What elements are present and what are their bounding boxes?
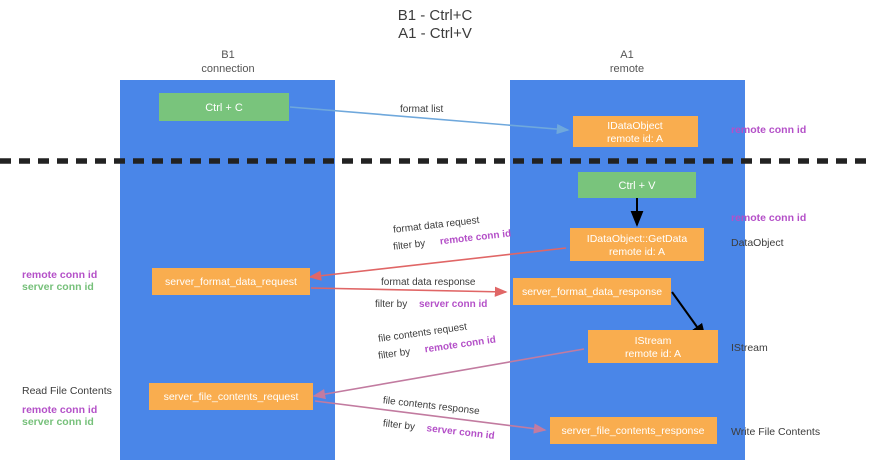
edge-format-data-request-filter: filter by bbox=[393, 238, 426, 253]
lane-header-a1-sub: remote bbox=[610, 63, 644, 75]
label-remote-conn-id-top: remote conn id bbox=[731, 124, 806, 136]
node-getdata[interactable] bbox=[570, 228, 704, 261]
edge-file-contents-request bbox=[312, 348, 585, 400]
edge-format-data-request-filter-term: remote conn id bbox=[439, 228, 511, 247]
label-bottom-remote-conn-id: remote conn id bbox=[22, 404, 97, 416]
edge-file-contents-request-filter-term: remote conn id bbox=[424, 334, 497, 355]
node-istream-title: IStream bbox=[635, 335, 672, 347]
lane-header-b1-sub: connection bbox=[201, 63, 254, 75]
label-read-file-contents: Read File Contents bbox=[22, 385, 112, 397]
edge-file-contents-response-label: file contents response bbox=[382, 395, 480, 417]
node-server-format-data-request[interactable] bbox=[152, 268, 310, 295]
diagram-title-line1: B1 - Ctrl+C bbox=[398, 7, 473, 24]
label-bottom-server-conn-id: server conn id bbox=[22, 416, 94, 428]
node-ctrl-c[interactable] bbox=[159, 93, 289, 121]
node-server-format-data-response-label: server_format_data_response bbox=[522, 286, 662, 298]
node-istream-sub: remote id: A bbox=[625, 348, 681, 360]
edge-format-data-response-filter-term: server conn id bbox=[419, 299, 487, 310]
node-server-format-data-request-label: server_format_data_request bbox=[165, 276, 297, 288]
node-ctrl-v-label: Ctrl + V bbox=[619, 180, 657, 192]
label-istream-side: IStream bbox=[731, 342, 768, 354]
edge-format-data-response-label: format data response bbox=[381, 277, 476, 288]
lane-header-a1-name: A1 bbox=[620, 49, 633, 61]
label-dataobject: DataObject bbox=[731, 237, 784, 249]
label-remote-conn-id-mid: remote conn id bbox=[731, 212, 806, 224]
node-idataobject-sub: remote id: A bbox=[607, 133, 663, 145]
node-idataobject-title: IDataObject bbox=[607, 120, 663, 132]
edge-file-contents-request-filter: filter by bbox=[378, 347, 411, 362]
edge-file-contents-response bbox=[314, 400, 547, 434]
lane-header-b1-name: B1 bbox=[221, 49, 234, 61]
node-server-file-contents-response[interactable] bbox=[550, 417, 717, 444]
edge-format-data-response-filter: filter by bbox=[375, 299, 407, 310]
label-left-remote-conn-id: remote conn id bbox=[22, 269, 97, 281]
diagram-title-line2: A1 - Ctrl+V bbox=[398, 25, 472, 42]
edge-file-contents-response-filter-term: server conn id bbox=[426, 423, 495, 442]
node-getdata-sub: remote id: A bbox=[609, 246, 665, 258]
label-write-file-contents: Write File Contents bbox=[731, 426, 820, 438]
edge-format-data-response bbox=[310, 286, 508, 297]
node-ctrl-c-label: Ctrl + C bbox=[205, 102, 243, 114]
node-istream[interactable] bbox=[588, 330, 718, 363]
node-server-file-contents-request-label: server_file_contents_request bbox=[164, 391, 299, 403]
node-ctrl-v[interactable] bbox=[578, 172, 696, 198]
node-getdata-title: IDataObject::GetData bbox=[587, 233, 688, 245]
node-server-file-contents-request[interactable] bbox=[149, 383, 313, 410]
edge-format-data-request bbox=[308, 247, 567, 281]
node-server-file-contents-response-label: server_file_contents_response bbox=[561, 425, 704, 437]
node-server-format-data-response[interactable] bbox=[513, 278, 671, 305]
edge-format-list bbox=[289, 106, 570, 135]
node-idataobject[interactable] bbox=[573, 116, 698, 147]
label-left-server-conn-id: server conn id bbox=[22, 281, 94, 293]
edge-file-contents-response-filter: filter by bbox=[382, 418, 415, 433]
edge-format-list-label: format list bbox=[400, 104, 444, 115]
